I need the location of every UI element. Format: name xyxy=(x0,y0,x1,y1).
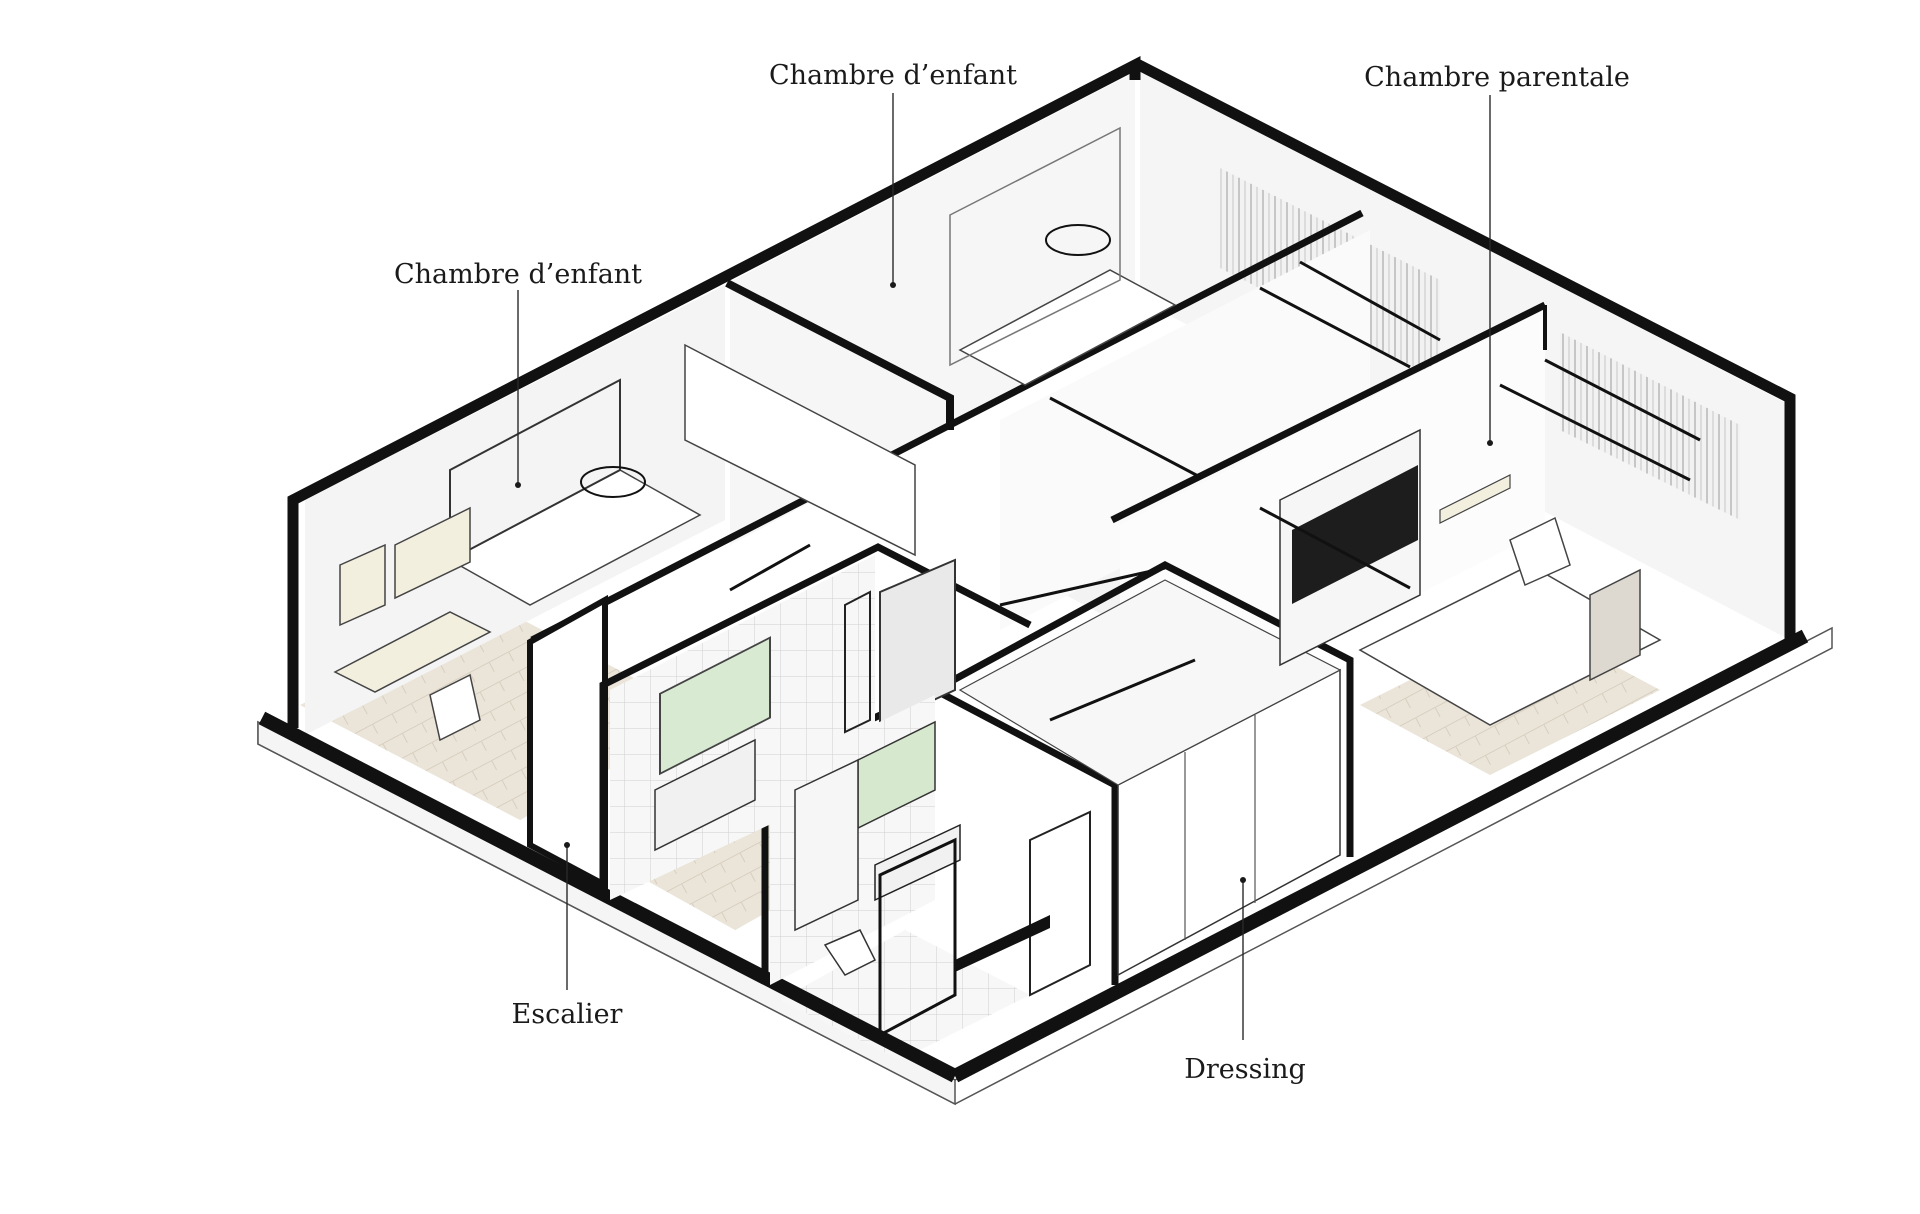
left-child-room-furniture xyxy=(333,343,916,742)
parental-wall-shelf xyxy=(1439,474,1511,524)
wc-radiator xyxy=(1029,810,1091,997)
parental-mirror xyxy=(1589,568,1641,682)
label-text-chambre-enfant-top: Chambre d’enfant xyxy=(769,60,1017,91)
parental-bed xyxy=(1358,564,1662,726)
dressing-wardrobes xyxy=(958,579,1342,977)
partition-dressing-top xyxy=(999,566,1166,607)
wc-cabinet xyxy=(794,758,859,932)
top-room-bed xyxy=(958,269,1177,386)
label-chambre-enfant-top: Chambre d’enfant xyxy=(769,60,1017,288)
leader-dot-escalier xyxy=(564,842,570,848)
partition-parental-front xyxy=(1110,301,1547,524)
track-light-parental-3 xyxy=(1544,358,1701,442)
top-room-mirror-panel xyxy=(949,126,1121,367)
left-room-wardrobe xyxy=(684,343,916,557)
outer-wall-back-left xyxy=(287,55,1141,728)
wc-shelf xyxy=(955,915,1050,972)
track-light-top-1 xyxy=(1259,286,1411,369)
left-room-desk xyxy=(333,611,492,693)
label-text-chambre-parentale: Chambre parentale xyxy=(1364,62,1630,93)
leader-dot-chambre-parentale xyxy=(1487,440,1493,446)
parental-armchair xyxy=(1509,516,1571,587)
label-escalier: Escalier xyxy=(512,842,623,1030)
wc-toilet xyxy=(823,929,877,976)
track-light-parental-2 xyxy=(1499,383,1691,482)
outer-wall-front-left xyxy=(258,711,959,1083)
label-dressing: Dressing xyxy=(1184,877,1306,1085)
left-room-pendant-lamp xyxy=(580,466,646,498)
wc-shower-enclosure xyxy=(878,837,957,1038)
partition-child-rooms xyxy=(725,279,954,430)
bathroom-mirror xyxy=(659,636,771,776)
partition-stair xyxy=(527,594,608,890)
track-lights xyxy=(729,260,1701,592)
outer-wall-front-right xyxy=(951,629,1809,1083)
leader-dot-dressing xyxy=(1240,877,1246,883)
bathroom-vanity xyxy=(654,738,756,852)
bathroom xyxy=(610,555,956,900)
label-chambre-enfant-left: Chambre d’enfant xyxy=(394,259,642,488)
left-room-chair xyxy=(429,673,481,742)
track-light-parental-1 xyxy=(1259,506,1411,590)
wc-vanity xyxy=(874,823,961,902)
wall-surface-corridor xyxy=(1000,230,1370,630)
outer-walls xyxy=(258,55,1809,1083)
wardrobe-top xyxy=(958,579,1342,786)
parental-room-furniture xyxy=(1279,428,1662,726)
bathroom-shower-glass xyxy=(879,558,956,727)
track-light-top-2 xyxy=(1299,260,1441,342)
track-light-corridor xyxy=(729,543,811,592)
wc-room xyxy=(770,695,1091,1038)
leader-dot-chambre-enfant-left xyxy=(515,482,521,488)
label-text-chambre-enfant-left: Chambre d’enfant xyxy=(394,259,642,290)
label-text-dressing: Dressing xyxy=(1184,1054,1306,1085)
dressing-rail xyxy=(1049,658,1196,722)
top-room-pendant-lamp xyxy=(1045,224,1111,256)
top-child-room-furniture xyxy=(949,126,1177,386)
parental-tv-screen xyxy=(1292,465,1418,604)
partition-dressing xyxy=(933,561,1354,857)
partition-corridor-spine xyxy=(530,209,1364,644)
track-light-hall xyxy=(1049,396,1201,479)
curtains-right xyxy=(1560,332,1740,520)
bathroom-ladder-radiator xyxy=(844,590,871,734)
outer-wall-back-right xyxy=(1132,58,1796,640)
label-chambre-parentale: Chambre parentale xyxy=(1364,62,1630,446)
left-room-shelf-cube-1 xyxy=(339,543,386,627)
leader-dot-chambre-enfant-top xyxy=(890,282,896,288)
label-text-escalier: Escalier xyxy=(512,999,623,1030)
left-room-shelf-cube-2 xyxy=(394,506,471,600)
